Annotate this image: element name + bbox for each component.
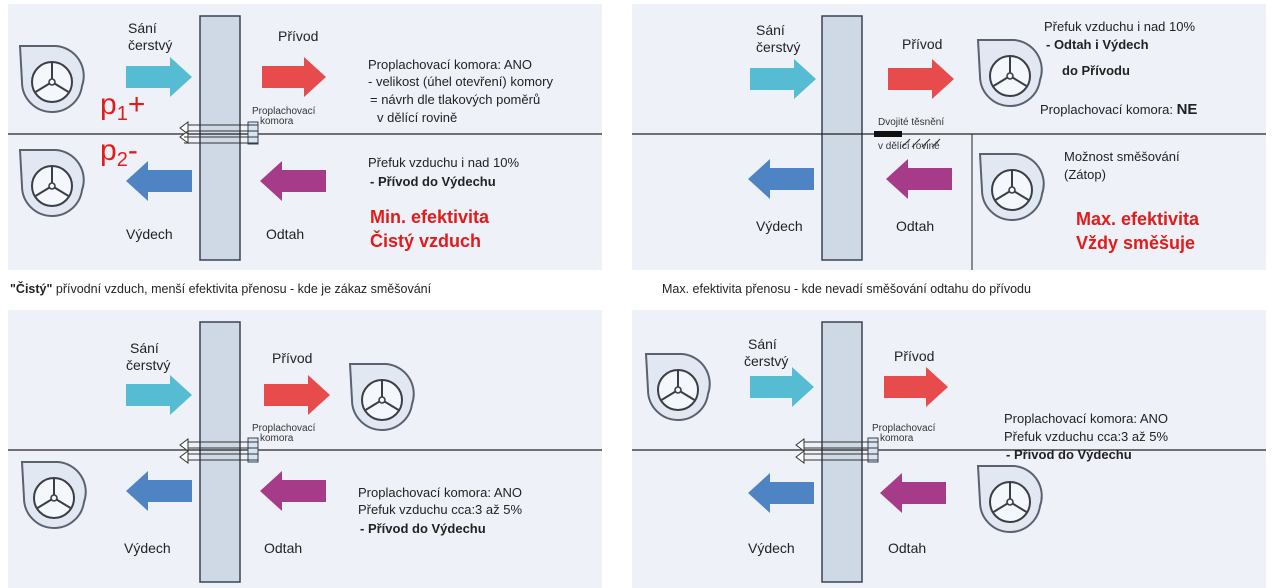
text-leak-direction: - Přívod do Výdechu [360, 521, 486, 536]
label-extract: Odtah [264, 540, 303, 556]
intake-arrow [750, 59, 816, 99]
diagram-panel-clean-air: Sání čerstvý Přívod Výdech Odtah Proplac… [8, 4, 602, 270]
label-purge-chamber-1: Proplachovací [872, 423, 936, 434]
supply-arrow [884, 367, 948, 407]
fan-icon [342, 360, 416, 434]
exhaust-arrow [126, 161, 192, 201]
label-intake: Sání [128, 20, 157, 36]
heat-exchanger-wheel [199, 321, 241, 583]
exhaust-arrow [748, 159, 814, 199]
purge-chamber [867, 437, 879, 463]
label-exhaust: Výdech [126, 226, 173, 242]
text-max-efficiency: Max. efektivita [1076, 209, 1200, 229]
extract-arrow [886, 159, 952, 199]
fan-icon [14, 458, 88, 532]
label-fresh: čerstvý [744, 353, 789, 369]
text-mixing-possible: Možnost směšování [1064, 149, 1180, 164]
label-seal-plane: v dělící rovině [878, 141, 940, 152]
pressure-p2: p2- [100, 134, 138, 171]
heat-exchanger-wheel [821, 321, 863, 583]
text-purge-yes: Proplachovací komora: ANO [1004, 411, 1169, 426]
extract-arrow [260, 161, 326, 201]
label-fresh: čerstvý [126, 357, 171, 373]
label-supply: Přívod [902, 36, 943, 52]
text-leakage: Přefuk vzduchu cca:3 až 5% [358, 502, 523, 517]
label-exhaust: Výdech [124, 540, 171, 556]
extract-arrow [260, 471, 326, 511]
label-purge-chamber-2: komora [260, 116, 294, 127]
supply-arrow [264, 375, 330, 415]
label-fresh: čerstvý [756, 39, 801, 55]
panel-1-graphics [8, 15, 602, 261]
text-purge-no: Proplachovací komora: NE [1040, 101, 1198, 118]
diagram-panel-purge-supply-side: Sání čerstvý Přívod Výdech Odtah Proplac… [8, 310, 602, 588]
panel-3-graphics [8, 321, 602, 583]
text-leak-direction: - Přívod do Výdechu [370, 174, 496, 189]
text-leakage: Přefuk vzduchu i nad 10% [1044, 19, 1196, 34]
fan-icon [972, 150, 1046, 224]
purge-chamber [247, 437, 259, 463]
label-exhaust: Výdech [748, 540, 795, 556]
text-design-pressure: = návrh dle tlakových poměrů [370, 92, 541, 107]
pressure-p1: p1+ [100, 88, 146, 125]
text-purge-yes: Proplachovací komora: ANO [358, 485, 523, 500]
panel-4-graphics [632, 321, 1266, 583]
panel-2-graphics [632, 15, 1266, 270]
label-supply: Přívod [278, 28, 319, 44]
label-extract: Odtah [888, 540, 927, 556]
extract-arrow [880, 473, 946, 513]
label-exhaust: Výdech [756, 218, 803, 234]
heat-exchanger-wheel [199, 15, 241, 261]
fan-icon [970, 462, 1044, 536]
text-flooding: (Zátop) [1064, 167, 1106, 182]
intake-arrow [750, 367, 814, 407]
diagram-panel-purge-both-sides: Sání čerstvý Přívod Výdech Odtah Proplac… [632, 310, 1266, 588]
intake-arrow [126, 375, 192, 415]
text-dividing-plane: v dělící rovině [377, 110, 458, 125]
text-leakage: Přefuk vzduchu i nad 10% [368, 155, 520, 170]
label-purge-chamber-1: Proplachovací [252, 106, 316, 117]
purge-chamber [247, 121, 259, 145]
label-double-seal: Dvojité těsnění [878, 117, 945, 128]
text-min-efficiency: Min. efektivita [370, 207, 490, 227]
text-purge-yes: Proplachovací komora: ANO [368, 57, 533, 72]
text-leak-target: do Přívodu [1062, 63, 1130, 78]
label-intake: Sání [756, 22, 785, 38]
exhaust-arrow [126, 471, 192, 511]
diagram-panel-max-efficiency: Sání čerstvý Přívod Výdech Odtah Dvojité… [632, 4, 1266, 270]
fan-icon [638, 350, 712, 424]
fan-icon [12, 42, 86, 116]
label-purge-chamber-1: Proplachovací [252, 423, 316, 434]
label-extract: Odtah [896, 218, 935, 234]
text-leakage: Přefuk vzduchu cca:3 až 5% [1004, 429, 1169, 444]
text-clean-air: Čistý vzduch [370, 231, 482, 251]
fan-icon [970, 36, 1044, 110]
label-intake: Sání [130, 340, 159, 356]
double-seal [874, 131, 902, 137]
fan-icon [12, 146, 86, 220]
label-supply: Přívod [894, 348, 935, 364]
text-always-mixes: Vždy směšuje [1076, 233, 1196, 253]
heat-exchanger-wheel [821, 15, 863, 261]
label-fresh: čerstvý [128, 37, 173, 53]
intake-arrow [126, 57, 192, 97]
caption-clean-air: "Čistý" přívodní vzduch, menší efektivit… [10, 282, 432, 296]
label-purge-chamber-2: komora [880, 433, 914, 444]
label-extract: Odtah [266, 226, 305, 242]
supply-arrow [888, 59, 954, 99]
text-chamber-size: - velikost (úhel otevření) komory [368, 74, 553, 89]
text-leak-direction: - Odtah i Výdech [1046, 37, 1149, 52]
caption-max-efficiency: Max. efektivita přenosu - kde nevadí smě… [662, 282, 1031, 296]
label-supply: Přívod [272, 350, 313, 366]
exhaust-arrow [748, 473, 814, 513]
label-purge-chamber-2: komora [260, 433, 294, 444]
text-leak-direction: - Přívod do Výdechu [1006, 447, 1132, 462]
label-intake: Sání [748, 336, 777, 352]
supply-arrow [262, 57, 326, 97]
